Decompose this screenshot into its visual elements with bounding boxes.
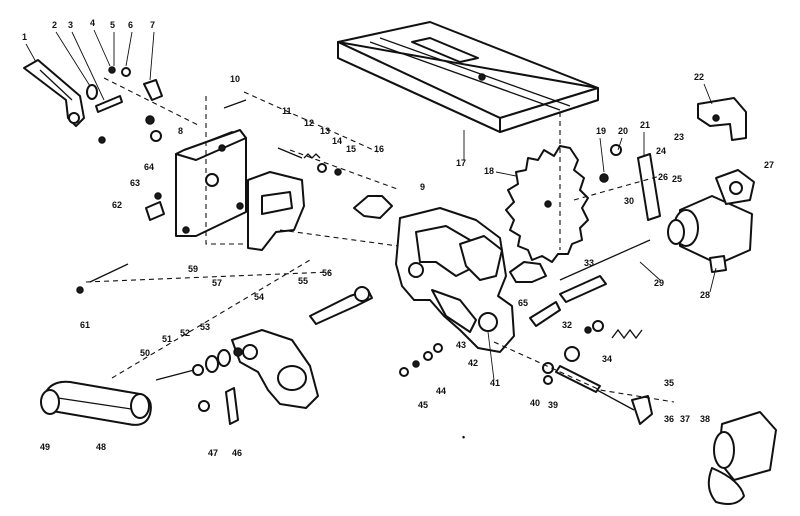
callout-38: 38 (700, 414, 710, 424)
tilt-link (599, 144, 661, 221)
nuts-washers (399, 343, 443, 377)
callout-42: 42 (468, 358, 478, 368)
spring (529, 301, 643, 340)
callout-50: 50 (140, 348, 150, 358)
callout-29: 29 (654, 278, 664, 288)
front-trunnion (247, 171, 305, 251)
callout-35: 35 (664, 378, 674, 388)
callout-9: 9 (420, 182, 425, 192)
callout-59: 59 (188, 264, 198, 274)
callout-64: 64 (144, 162, 154, 172)
callout-24: 24 (656, 146, 666, 156)
callout-16: 16 (374, 144, 384, 154)
callout-34: 34 (602, 354, 612, 364)
drive-belt (40, 380, 152, 426)
callout-44: 44 (436, 386, 446, 396)
callout-15: 15 (346, 144, 356, 154)
callout-19: 19 (596, 126, 606, 136)
callout-51: 51 (162, 334, 172, 344)
arbor-shaft (309, 286, 373, 325)
callout-36: 36 (664, 414, 674, 424)
callout-57: 57 (212, 278, 222, 288)
trunnion-bracket (175, 129, 247, 237)
callout-13: 13 (320, 126, 330, 136)
callout-labels: 1 2 3 4 5 6 7 8 9 10 11 12 13 14 15 16 1… (22, 18, 774, 458)
saw-blade (505, 145, 589, 263)
lock-hardware (86, 66, 163, 144)
callout-3: 3 (68, 20, 73, 30)
callout-54: 54 (254, 292, 264, 302)
callout-41: 41 (490, 378, 500, 388)
motor-upper (667, 195, 753, 273)
arbor-housing (231, 329, 319, 409)
callout-14: 14 (332, 136, 342, 146)
callout-46: 46 (232, 448, 242, 458)
assembly-lines (85, 77, 675, 403)
callout-5: 5 (110, 20, 115, 30)
callout-63: 63 (130, 178, 140, 188)
table-top (337, 21, 599, 133)
callout-40: 40 (530, 398, 540, 408)
callout-22: 22 (694, 72, 704, 82)
callout-61: 61 (80, 320, 90, 330)
callout-56: 56 (322, 268, 332, 278)
callout-28: 28 (700, 290, 710, 300)
callout-65: 65 (518, 298, 528, 308)
blade-guard-parts (353, 195, 547, 283)
callout-30: 30 (624, 196, 634, 206)
callout-55: 55 (298, 276, 308, 286)
elevation-shaft (559, 239, 651, 303)
callout-49: 49 (40, 442, 50, 452)
callout-52: 52 (180, 328, 190, 338)
callout-25: 25 (672, 174, 682, 184)
callout-4: 4 (90, 18, 95, 28)
callout-18: 18 (484, 166, 494, 176)
motor-mount-bracket (697, 97, 747, 141)
callout-39: 39 (548, 400, 558, 410)
callout-12: 12 (304, 118, 314, 128)
callout-10: 10 (230, 74, 240, 84)
motor-lower (707, 411, 777, 505)
tilt-shaft (542, 346, 653, 425)
callout-21: 21 (640, 120, 650, 130)
callout-2: 2 (52, 20, 57, 30)
callout-45: 45 (418, 400, 428, 410)
callout-32: 32 (562, 320, 572, 330)
callout-48: 48 (96, 442, 106, 452)
callout-47: 47 (208, 448, 218, 458)
leader-lines (25, 29, 717, 381)
callout-27: 27 (764, 160, 774, 170)
callout-17: 17 (456, 158, 466, 168)
reference-mark: • (462, 432, 465, 442)
callout-8: 8 (178, 126, 183, 136)
arbor-hardware (155, 347, 243, 425)
callout-26: 26 (658, 172, 668, 182)
callout-1: 1 (22, 32, 27, 42)
callout-53: 53 (200, 322, 210, 332)
rods-pins (76, 99, 342, 294)
callout-62: 62 (112, 200, 122, 210)
callout-7: 7 (150, 20, 155, 30)
callout-37: 37 (680, 414, 690, 424)
callout-6: 6 (128, 20, 133, 30)
motor-plate (715, 169, 755, 205)
bevel-lock-handle (23, 59, 85, 127)
callout-11: 11 (282, 106, 292, 116)
callout-20: 20 (618, 126, 628, 136)
callout-43: 43 (456, 340, 466, 350)
callout-23: 23 (674, 132, 684, 142)
callout-33: 33 (584, 258, 594, 268)
yoke-casting (395, 207, 515, 353)
